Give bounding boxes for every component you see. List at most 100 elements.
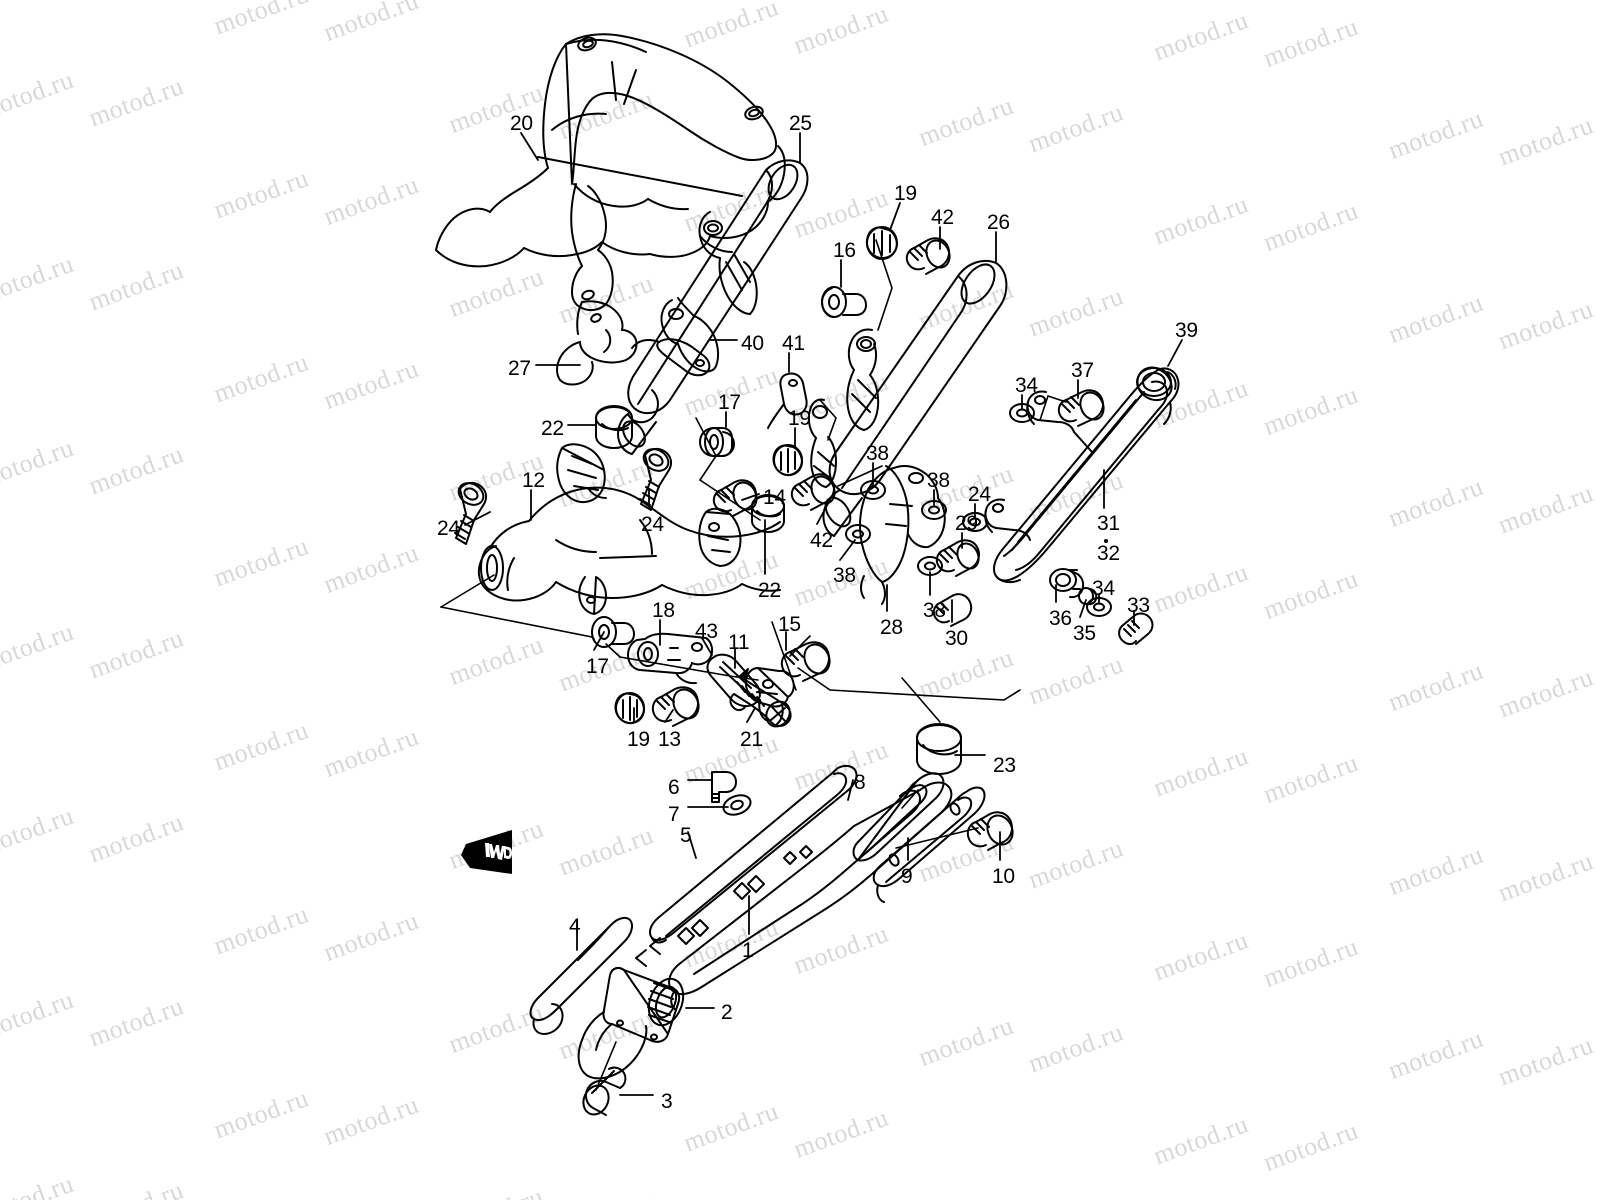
leader-line <box>839 539 856 561</box>
callout-26: 26 <box>987 211 1010 234</box>
part-31-heatshield <box>984 367 1180 584</box>
part-12-manifold <box>477 443 781 615</box>
leader-line <box>741 493 760 501</box>
callout-10: 10 <box>992 865 1015 888</box>
part-40-hanger <box>631 338 711 377</box>
part-18-bracket <box>627 632 714 685</box>
assembly-lines <box>440 239 1067 1091</box>
part-7-grommet <box>722 794 752 816</box>
callout-37: 37 <box>1071 359 1094 382</box>
callout-9: 9 <box>901 865 913 888</box>
part-20-cover <box>435 33 786 312</box>
callout-42: 42 <box>931 206 954 229</box>
callout-23: 23 <box>993 754 1016 777</box>
part-13-bolt <box>651 686 700 727</box>
part-21-screw <box>729 677 792 728</box>
callout-14: 14 <box>763 486 786 509</box>
part-41-hanger-plate <box>767 372 808 429</box>
callout-6: 6 <box>668 776 680 799</box>
callout-38: 38 <box>923 599 946 622</box>
fwd-arrow-marker <box>461 830 512 874</box>
part-29-bolt <box>935 539 980 577</box>
callout-32: 32 <box>1097 542 1120 565</box>
callout-30: 30 <box>945 627 968 650</box>
callout-19: 19 <box>894 182 917 205</box>
callout-11: 11 <box>728 631 750 654</box>
callout-19: 19 <box>788 407 811 430</box>
part-17-grommet-a <box>699 427 735 457</box>
part-8-shield <box>852 772 945 862</box>
part-27-bracket <box>556 300 638 386</box>
callout-34: 34 <box>1015 374 1038 397</box>
leader-line <box>816 499 831 525</box>
callout-1: 1 <box>742 939 754 962</box>
part-37-bolt <box>1057 389 1105 427</box>
callout-12: 12 <box>522 469 545 492</box>
callout-4: 4 <box>569 915 581 938</box>
part-19-nut-b <box>772 444 803 477</box>
callout-2: 2 <box>721 1001 733 1024</box>
part-42-bolt-a <box>905 237 951 275</box>
part-19-nut-c <box>614 692 645 725</box>
part-16-grommet <box>821 286 867 318</box>
callout-36: 36 <box>1049 607 1072 630</box>
callout-8: 8 <box>854 771 866 794</box>
callout-3: 3 <box>661 1090 673 1113</box>
part-33-bolt <box>1118 612 1154 645</box>
callout-7: 7 <box>668 803 680 826</box>
leader-line <box>746 707 756 723</box>
callout-21: 21 <box>740 728 763 751</box>
callout-22: 22 <box>541 417 564 440</box>
callout-27: 27 <box>508 357 531 380</box>
part-24-bolt-b <box>639 447 673 511</box>
part-30-bolt <box>932 593 973 627</box>
callout-22: 22 <box>758 579 781 602</box>
callout-31: 31 <box>1097 512 1120 535</box>
callout-35: 35 <box>1073 622 1096 645</box>
callout-5: 5 <box>680 824 692 847</box>
callout-17: 17 <box>718 391 741 414</box>
part-17-grommet-b <box>591 616 635 648</box>
part-9-shield <box>872 786 986 903</box>
callout-39: 39 <box>1175 319 1198 342</box>
part-19-nut-a <box>865 226 898 260</box>
callout-15: 15 <box>778 613 801 636</box>
leader-line <box>593 631 605 651</box>
part-42-bolt-b <box>790 473 836 511</box>
callout-16: 16 <box>833 239 856 262</box>
leader-line <box>1167 339 1183 367</box>
leader-line <box>687 831 697 859</box>
leader-line <box>664 709 674 723</box>
part-14-bolt <box>712 479 758 517</box>
part-25-muffler <box>617 159 809 455</box>
part-5-heatshield <box>649 764 858 944</box>
callout-40: 40 <box>741 332 764 355</box>
callout-28: 28 <box>880 616 903 639</box>
part-28-bracket <box>859 465 946 605</box>
part-4-shield <box>529 916 633 1035</box>
callout-42: 42 <box>810 529 833 552</box>
part-36-bushing <box>1049 568 1085 599</box>
callout-29: 29 <box>955 512 978 535</box>
callout-33: 33 <box>1127 594 1150 617</box>
leader-line <box>889 202 901 231</box>
callout-19: 19 <box>627 728 650 751</box>
callout-20: 20 <box>510 112 533 135</box>
callout-34: 34 <box>1092 577 1115 600</box>
leader-line <box>701 637 713 656</box>
leader-line <box>520 132 539 161</box>
callout-24: 24 <box>968 483 991 506</box>
callout-13: 13 <box>658 728 681 751</box>
callout-41: 41 <box>782 332 805 355</box>
leader-line <box>1079 599 1087 618</box>
part-22-gasket-a <box>595 405 633 449</box>
leader-line <box>464 511 491 526</box>
part-10-bolt <box>966 811 1014 851</box>
leader-line <box>847 779 854 801</box>
callout-separator-dot <box>1104 539 1108 543</box>
callout-25: 25 <box>789 112 812 135</box>
callout-38: 38 <box>866 442 889 465</box>
part-3-bolt <box>582 1066 627 1116</box>
callout-43: 43 <box>695 620 718 643</box>
